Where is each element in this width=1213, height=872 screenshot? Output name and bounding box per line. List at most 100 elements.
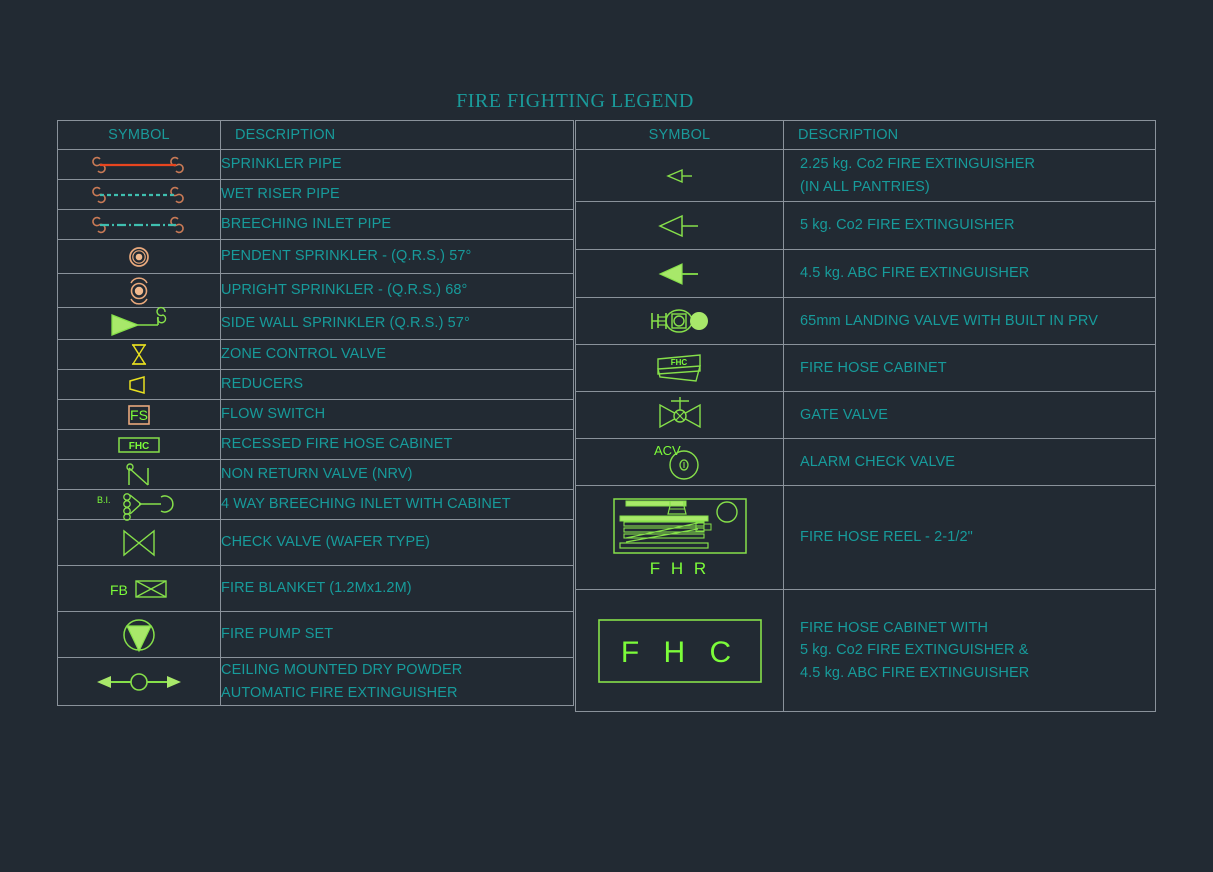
table-cell-description: ALARM CHECK VALVE (783, 438, 1156, 486)
table-row: FB FIRE BLANKET (1.2Mx1.2M) (57, 565, 574, 612)
table-row: CHECK VALVE (WAFER TYPE) (57, 519, 574, 566)
table-cell-description: 65mm LANDING VALVE WITH BUILT IN PRV (783, 297, 1156, 345)
co2-extinguisher-medium-icon (576, 212, 783, 240)
description-line-1: 2.25 kg. Co2 FIRE EXTINGUISHER (800, 156, 1036, 173)
fire-hose-cabinet-symbol-cell: FHC (575, 344, 784, 392)
upright-sprinkler-icon (58, 276, 220, 305)
table-row: B.I. 4 WAY BREECHING INLET WITH CABINET (57, 489, 574, 521)
table-cell-description: 4.5 kg. ABC FIRE EXTINGUISHER (783, 249, 1156, 298)
table-cell-description: FIRE HOSE CABINET (783, 344, 1156, 392)
non-return-valve-icon (58, 462, 220, 488)
table-cell-description: SIDE WALL SPRINKLER (Q.R.S.) 57° (220, 307, 574, 340)
table-header-row: SYMBOL DESCRIPTION (575, 120, 1156, 150)
pendent-sprinkler-symbol-cell (57, 239, 221, 274)
side-wall-sprinkler-icon (58, 306, 220, 337)
flow-switch-icon: FS (58, 403, 220, 427)
table-cell-description: WET RISER PIPE (220, 179, 574, 210)
alarm-check-valve-icon: ACV (576, 441, 783, 483)
breeching-inlet-pipe-symbol-cell (57, 209, 221, 240)
sprinkler-pipe-icon (58, 155, 220, 175)
sprinkler-pipe-symbol-cell (57, 149, 221, 180)
table-row: 65mm LANDING VALVE WITH BUILT IN PRV (575, 297, 1156, 345)
fire-hose-reel-symbol-cell: F H R (575, 485, 784, 590)
landing-valve-icon (576, 305, 783, 337)
wet-riser-pipe-symbol-cell (57, 179, 221, 210)
table-row: FIRE PUMP SET (57, 611, 574, 658)
table-cell-description: ZONE CONTROL VALVE (220, 339, 574, 370)
table-cell-description: 4 WAY BREECHING INLET WITH CABINET (220, 489, 574, 520)
co2-extinguisher-small-symbol-cell (575, 149, 784, 202)
breeching-inlet-pipe-icon (58, 215, 220, 235)
zone-control-valve-symbol-cell (57, 339, 221, 370)
table-row: FHC RECESSED FIRE HOSE CABINET (57, 429, 574, 460)
side-wall-sprinkler-symbol-cell (57, 306, 221, 340)
table-cell-description: SPRINKLER PIPE (220, 149, 574, 180)
alarm-check-valve-label: ACV (654, 443, 681, 458)
description-line-2: (IN ALL PANTRIES) (800, 178, 930, 195)
reducer-icon (58, 375, 220, 395)
co2-extinguisher-small-icon (576, 166, 783, 186)
fire-blanket-icon: FB (58, 576, 220, 602)
zone-control-valve-icon (58, 342, 220, 368)
table-row: 4.5 kg. ABC FIRE EXTINGUISHER (575, 249, 1156, 298)
table-cell-description: NON RETURN VALVE (NRV) (220, 459, 574, 490)
dry-powder-extinguisher-icon (58, 671, 220, 693)
table-row: 5 kg. Co2 FIRE EXTINGUISHER (575, 201, 1156, 250)
alarm-check-valve-symbol-cell: ACV (575, 438, 784, 486)
table-row: SPRINKLER PIPE (57, 149, 574, 180)
table-header-row: SYMBOL DESCRIPTION (57, 120, 574, 150)
breeching-inlet-label: B.I. (97, 495, 111, 505)
table-cell-description: 2.25 kg. Co2 FIRE EXTINGUISHER (IN ALL P… (783, 149, 1156, 202)
check-valve-wafer-icon (58, 528, 220, 558)
table-cell-description: FLOW SWITCH (220, 399, 574, 430)
description-line-3: 4.5 kg. ABC FIRE EXTINGUISHER (800, 664, 1030, 681)
breeching-inlet-cabinet-symbol-cell: B.I. (57, 489, 221, 521)
table-cell-description: FIRE PUMP SET (220, 611, 574, 658)
table-row: REDUCERS (57, 369, 574, 400)
abc-extinguisher-symbol-cell (575, 249, 784, 298)
table-row: ACV ALARM CHECK VALVE (575, 438, 1156, 486)
breeching-inlet-cabinet-icon: B.I. (58, 491, 220, 521)
fire-blanket-symbol-cell: FB (57, 565, 221, 612)
fire-hose-cabinet-box-label: F H C (620, 636, 738, 669)
fire-blanket-label: FB (110, 582, 128, 598)
recessed-cabinet-label: FHC (129, 441, 150, 452)
gate-valve-icon (576, 395, 783, 435)
table-row: BREECHING INLET PIPE (57, 209, 574, 240)
table-cell-description: UPRIGHT SPRINKLER - (Q.R.S.) 68° (220, 273, 574, 308)
table-cell-description: BREECHING INLET PIPE (220, 209, 574, 240)
fire-hose-cabinet-box-symbol-cell: F H C (575, 589, 784, 712)
table-row: 2.25 kg. Co2 FIRE EXTINGUISHER (IN ALL P… (575, 149, 1156, 202)
page-title: FIRE FIGHTING LEGEND (456, 90, 694, 112)
dry-powder-extinguisher-symbol-cell (57, 657, 221, 706)
right-legend-table: SYMBOL DESCRIPTION 2.25 kg. Co2 FIRE EXT… (575, 120, 1156, 712)
recessed-fire-hose-cabinet-icon: FHC (58, 435, 220, 455)
fire-hose-cabinet-box-icon: F H C (576, 618, 783, 684)
landing-valve-symbol-cell (575, 297, 784, 345)
description-line-1: FIRE HOSE CABINET WITH (800, 620, 989, 637)
check-valve-wafer-symbol-cell (57, 519, 221, 566)
flow-switch-symbol-cell: FS (57, 399, 221, 430)
description-line-1: CEILING MOUNTED DRY POWDER (221, 662, 463, 679)
gate-valve-symbol-cell (575, 391, 784, 439)
fire-hose-reel-label: F H R (649, 558, 710, 578)
table-cell-description: CEILING MOUNTED DRY POWDER AUTOMATIC FIR… (220, 657, 574, 706)
recessed-fire-hose-cabinet-symbol-cell: FHC (57, 429, 221, 460)
table-row: ZONE CONTROL VALVE (57, 339, 574, 370)
right-symbol-header: SYMBOL (575, 120, 784, 150)
left-legend-table: SYMBOL DESCRIPTION SPRINKLER PIPE (57, 120, 574, 706)
pendent-sprinkler-icon (58, 244, 220, 270)
flow-switch-label: FS (130, 407, 148, 423)
table-row: FS FLOW SWITCH (57, 399, 574, 430)
table-cell-description: GATE VALVE (783, 391, 1156, 439)
reducer-symbol-cell (57, 369, 221, 400)
table-cell-description: PENDENT SPRINKLER - (Q.R.S.) 57° (220, 239, 574, 274)
table-row: CEILING MOUNTED DRY POWDER AUTOMATIC FIR… (57, 657, 574, 706)
table-row: F H R FIRE HOSE REEL - 2-1/2" (575, 485, 1156, 590)
non-return-valve-symbol-cell (57, 459, 221, 490)
table-row: NON RETURN VALVE (NRV) (57, 459, 574, 490)
fire-hose-cabinet-icon: FHC (576, 351, 783, 385)
table-cell-description: REDUCERS (220, 369, 574, 400)
table-cell-description: CHECK VALVE (WAFER TYPE) (220, 519, 574, 566)
upright-sprinkler-symbol-cell (57, 273, 221, 308)
